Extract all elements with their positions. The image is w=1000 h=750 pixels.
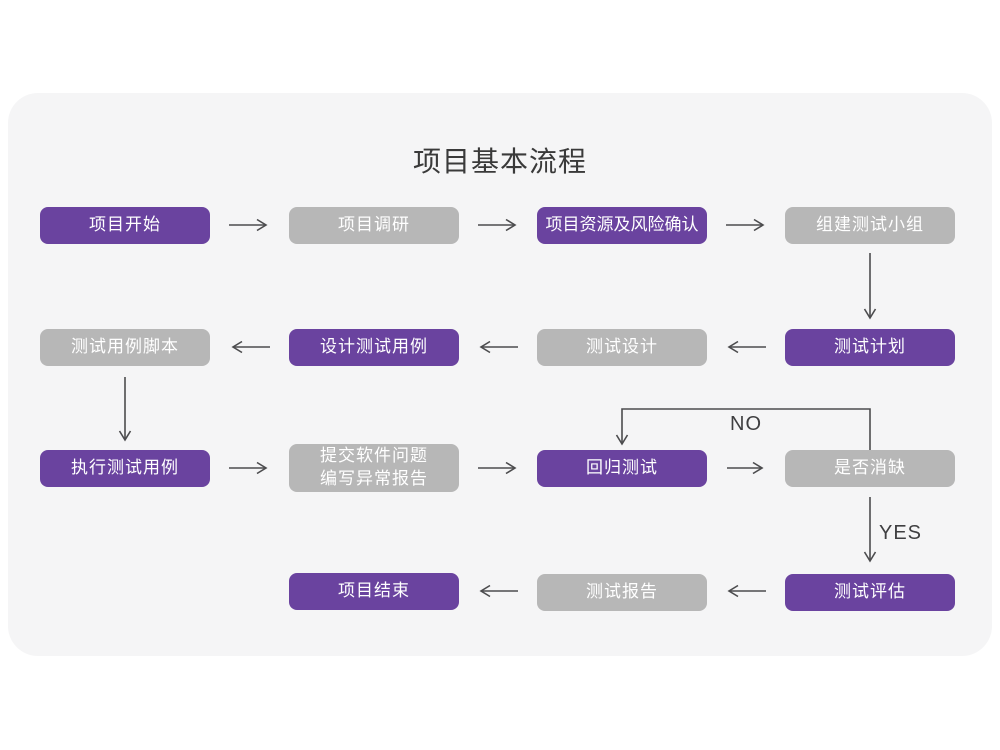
flow-node-build-test-team: 组建测试小组 (785, 207, 955, 244)
node-label: 项目调研 (338, 215, 410, 235)
node-label: 执行测试用例 (71, 458, 179, 478)
flow-node-design-test-case: 设计测试用例 (289, 329, 459, 366)
diagram-title: 项目基本流程 (412, 146, 587, 177)
node-label: 测试评估 (834, 582, 906, 602)
flow-node-test-evaluation: 测试评估 (785, 574, 955, 611)
node-label: 测试计划 (834, 337, 906, 357)
flow-node-project-end: 项目结束 (289, 573, 459, 610)
node-label: 项目开始 (89, 215, 161, 235)
node-label: 项目资源及风险确认 (545, 215, 699, 235)
node-label: 测试用例脚本 (71, 337, 179, 357)
node-label-line2: 编写异常报告 (320, 469, 428, 488)
edge-label-no: NO (730, 413, 762, 435)
node-label: 回归测试 (586, 458, 658, 478)
flow-node-submit-issue-report: 提交软件问题 编写异常报告 (289, 444, 459, 492)
flow-node-test-report: 测试报告 (537, 574, 707, 611)
node-label: 设计测试用例 (320, 337, 428, 357)
flow-node-execute-test-case: 执行测试用例 (40, 450, 210, 487)
flow-node-project-start: 项目开始 (40, 207, 210, 244)
flow-node-test-plan: 测试计划 (785, 329, 955, 366)
flow-node-resource-risk-confirm: 项目资源及风险确认 (537, 207, 707, 244)
node-label: 是否消缺 (834, 458, 906, 478)
edge-label-yes: YES (879, 522, 923, 544)
flow-node-project-research: 项目调研 (289, 207, 459, 244)
node-label: 项目结束 (338, 581, 410, 601)
node-label-line1: 提交软件问题 (320, 446, 428, 466)
flow-node-test-design: 测试设计 (537, 329, 707, 366)
node-label: 测试报告 (586, 582, 658, 602)
flow-node-defect-eliminated: 是否消缺 (785, 450, 955, 487)
flowchart-card (8, 93, 992, 656)
node-label: 测试设计 (586, 337, 658, 357)
flow-node-test-case-script: 测试用例脚本 (40, 329, 210, 366)
flow-node-regression-test: 回归测试 (537, 450, 707, 487)
node-label: 组建测试小组 (816, 215, 924, 235)
